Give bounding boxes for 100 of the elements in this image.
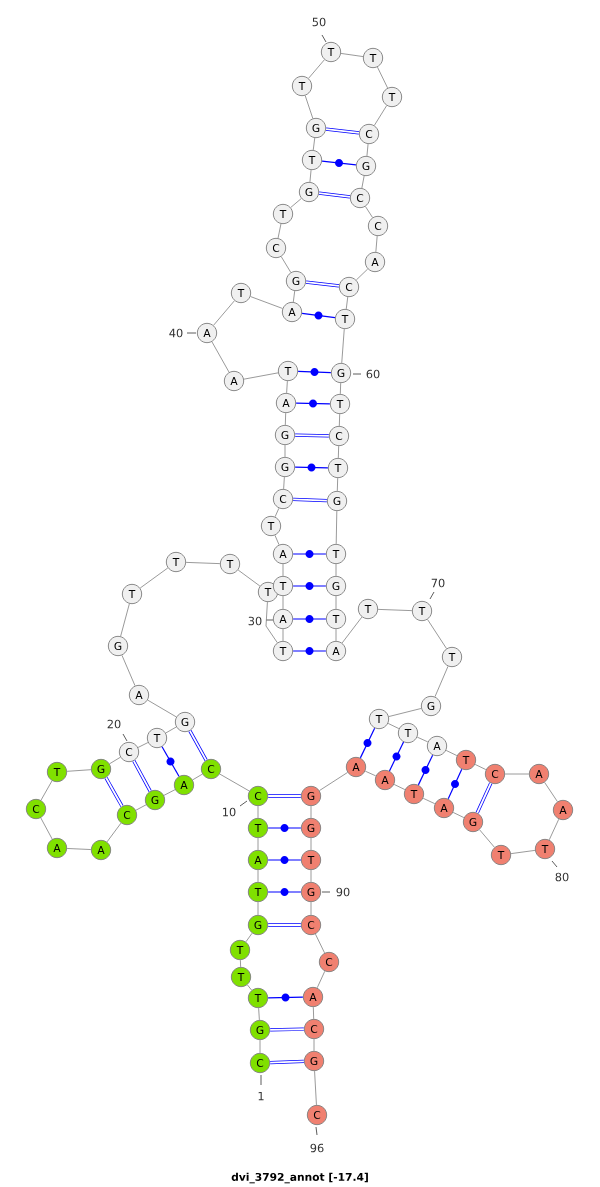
backbone-line — [315, 933, 325, 954]
position-number: 70 — [431, 578, 445, 588]
backbone-line — [422, 797, 436, 805]
backbone-line — [474, 764, 487, 770]
base-pair-line — [292, 497, 328, 503]
base-pair-line — [292, 647, 327, 655]
backbone-line — [192, 773, 203, 781]
backbone-line — [265, 601, 278, 644]
position-number: 50 — [312, 17, 326, 27]
base-pair-line — [267, 888, 302, 896]
backbone-line — [274, 534, 280, 546]
backbone-line — [388, 708, 422, 717]
backbone-line — [427, 619, 447, 649]
backbone-line — [211, 341, 230, 373]
backbone-line — [282, 563, 284, 577]
backbone-line — [377, 66, 388, 89]
base-pair-line — [297, 368, 332, 376]
backbone-line — [245, 932, 253, 943]
backbone-line — [365, 206, 373, 218]
backbone-line — [257, 805, 259, 819]
position-number: 10 — [223, 807, 236, 817]
base-pair-line — [294, 463, 329, 472]
backbone-line — [40, 817, 53, 840]
backbone-line — [341, 328, 345, 364]
backbone-line — [373, 105, 388, 126]
backbone-line — [257, 901, 259, 916]
base-pair-line — [447, 768, 463, 800]
backbone-line — [247, 984, 253, 991]
base-pair-line — [321, 159, 357, 167]
backbone-line — [66, 769, 92, 772]
base-pair-line — [359, 727, 376, 759]
caption: dvi_3792_annot [-17.4] — [231, 1172, 368, 1184]
backbone-line — [387, 723, 400, 729]
backbone-line — [257, 869, 259, 883]
base-pair-line — [325, 127, 360, 135]
backbone-line — [106, 822, 122, 843]
backbone-line — [286, 380, 288, 394]
base-pair-line — [188, 729, 208, 762]
backbone-line — [479, 829, 495, 848]
base-pair-line — [295, 399, 331, 408]
backbone-line — [336, 477, 339, 492]
backbone-line — [364, 770, 377, 777]
base-pair-line — [388, 741, 405, 772]
backbone-line — [213, 300, 235, 326]
backbone-line — [277, 223, 282, 239]
backbone-line — [243, 372, 279, 380]
backbone-line — [312, 1006, 315, 1020]
backbone-line — [341, 616, 363, 644]
backbone-line — [237, 569, 261, 587]
backbone-line — [548, 818, 560, 841]
position-number: 30 — [248, 616, 262, 626]
backbone-line — [310, 837, 312, 851]
backbone-line — [452, 812, 465, 818]
backbone-line — [377, 609, 413, 612]
base-pair-line — [267, 856, 302, 864]
backbone-line — [147, 699, 177, 718]
base-pair-line — [269, 1059, 305, 1065]
backbone-line — [282, 595, 284, 610]
backbone-line — [290, 198, 302, 208]
backbone-line — [416, 736, 429, 743]
backbone-line — [310, 805, 312, 819]
backbone-line — [280, 256, 292, 273]
base-pair-line — [267, 993, 304, 1002]
backbone-line — [309, 169, 312, 183]
backbone-line — [310, 901, 312, 916]
backbone-line — [314, 1070, 317, 1106]
backbone-line — [121, 654, 136, 687]
base-pair-line — [292, 582, 327, 590]
backbone-line — [137, 742, 149, 748]
backbone-line — [259, 1039, 261, 1054]
backbone-line — [355, 268, 369, 281]
base-pair-line — [161, 746, 180, 777]
base-pair-line — [417, 754, 434, 786]
backbone-line — [109, 756, 121, 765]
backbone-line — [139, 567, 169, 589]
position-number: 1 — [258, 1091, 264, 1101]
backbone-line — [284, 444, 286, 458]
backbone-line — [339, 382, 342, 395]
backbone-line — [283, 476, 285, 490]
base-pair-line — [318, 191, 351, 199]
backbone-line — [335, 595, 337, 610]
backbone-line — [335, 563, 337, 577]
backbone-line — [445, 750, 458, 756]
backbone-line — [284, 412, 287, 426]
backbone-line — [165, 726, 177, 734]
base-pair-line — [475, 782, 493, 814]
backbone-line — [274, 507, 280, 518]
backbone-line — [40, 780, 53, 801]
backbone-line — [282, 628, 284, 642]
backbone-line — [163, 789, 176, 796]
backbone-line — [338, 413, 341, 427]
backbone-line — [240, 959, 242, 968]
backbone-line — [337, 445, 340, 459]
base-pair-line — [267, 794, 302, 798]
backbone-line — [319, 772, 348, 791]
backbone-line — [510, 850, 536, 855]
backbone-line — [310, 869, 312, 883]
backbone-line — [544, 782, 558, 802]
backbone-line — [250, 296, 283, 309]
backbone-line — [120, 603, 130, 637]
